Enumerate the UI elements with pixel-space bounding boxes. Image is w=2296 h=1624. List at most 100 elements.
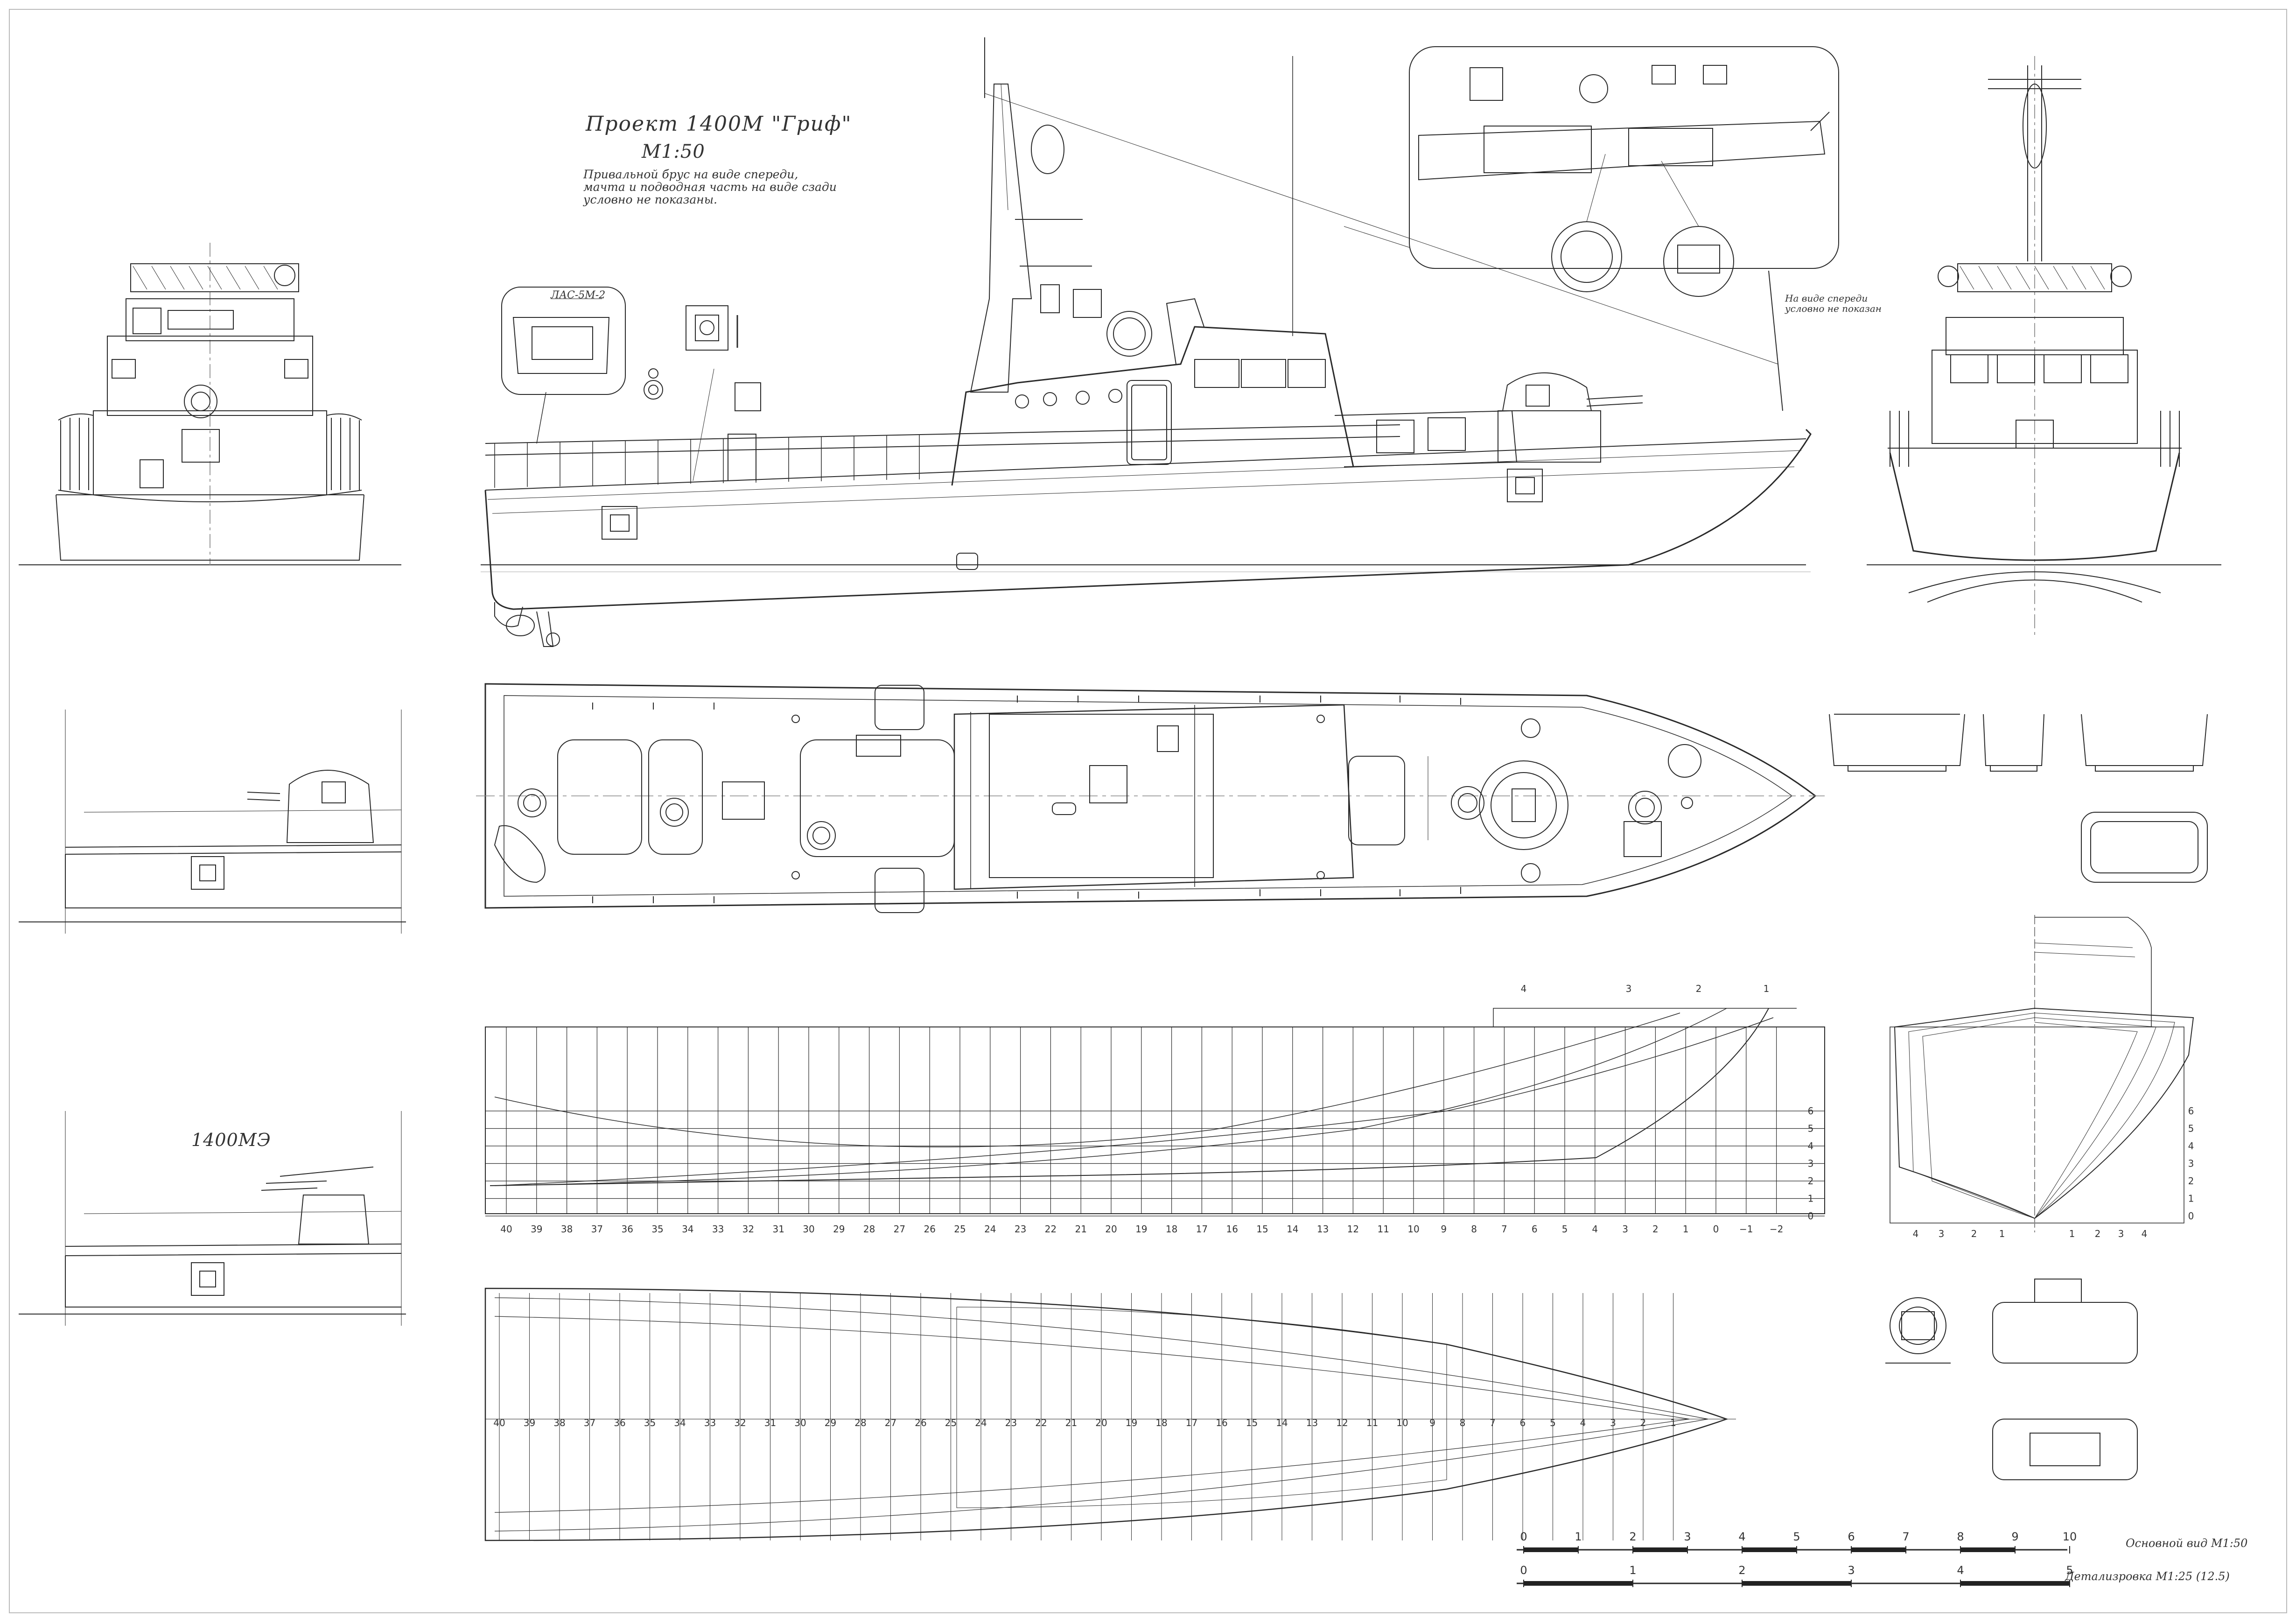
variant-label: 1400МЭ — [191, 1130, 271, 1150]
frame-label: 0 — [1713, 1223, 1719, 1235]
frame-label: 7 — [1501, 1223, 1507, 1235]
scalebar-label: 4 — [1738, 1530, 1745, 1543]
plan-frame-label: 4 — [1580, 1417, 1586, 1428]
las-label: ЛАС-5М-2 — [551, 289, 606, 301]
frame-label: 25 — [954, 1223, 966, 1235]
frame-label: −2 — [1770, 1223, 1783, 1235]
frame-label: 28 — [863, 1223, 875, 1235]
body-plan-buttock-label: 3 — [1939, 1228, 1945, 1239]
scalebar-segment — [1960, 1547, 2015, 1552]
plan-frame-label: 17 — [1186, 1417, 1197, 1428]
frame-label: 2 — [1652, 1223, 1659, 1235]
plan-frame-label: 23 — [1005, 1417, 1017, 1428]
profile-grid — [485, 1027, 1825, 1216]
frame-label: 6 — [1532, 1223, 1538, 1235]
frame-label: 20 — [1105, 1223, 1117, 1235]
plan-frame-label: 1 — [1670, 1417, 1676, 1428]
body-plan-buttock-label: 2 — [2095, 1228, 2101, 1239]
scalebar-label: 4 — [1957, 1564, 1964, 1577]
scalebar-label: 10 — [2063, 1530, 2077, 1543]
scalebar-segment — [1742, 1547, 1797, 1552]
radar-dish — [1031, 125, 1064, 174]
scalebar-label: 3 — [1684, 1530, 1691, 1543]
plan-frame-label: 3 — [1610, 1417, 1616, 1428]
plan-frame-label: 7 — [1490, 1417, 1496, 1428]
plan-frame-label: 33 — [704, 1417, 716, 1428]
plan-frame-label: 9 — [1429, 1417, 1435, 1428]
front-view — [19, 243, 401, 565]
plan-frame-label: 10 — [1396, 1417, 1408, 1428]
project-title: Проект 1400М "Гриф" — [586, 112, 852, 136]
frame-label: 9 — [1441, 1223, 1447, 1235]
frame-label: 38 — [561, 1223, 573, 1235]
scalebar-label: 6 — [1848, 1530, 1855, 1543]
waterline-label: 1 — [1808, 1193, 1814, 1204]
frame-label: 22 — [1045, 1223, 1057, 1235]
scalebar-label: 0 — [1520, 1564, 1527, 1577]
body-plan-buttock-label: 4 — [1913, 1228, 1919, 1239]
frame-label: 3 — [1622, 1223, 1628, 1235]
waterline-label: 0 — [1808, 1210, 1814, 1222]
plan-frame-label: 39 — [524, 1417, 535, 1428]
body-plan-waterline-label: 4 — [2188, 1140, 2194, 1152]
frame-label: 33 — [712, 1223, 724, 1235]
frame-label: 36 — [621, 1223, 633, 1235]
plan-frame-label: 30 — [794, 1417, 806, 1428]
scalebar-label: 1 — [1575, 1530, 1582, 1543]
plan-frame-label: 38 — [553, 1417, 565, 1428]
waterline-label: 6 — [1808, 1105, 1814, 1117]
plan-grid — [499, 1293, 1673, 1540]
plan-frame-label: 22 — [1035, 1417, 1047, 1428]
plan-frame-label: 12 — [1336, 1417, 1348, 1428]
sheet-border — [9, 9, 2287, 1613]
body-plan-waterline-label: 2 — [2188, 1175, 2194, 1187]
detail-side-view-1 — [19, 710, 406, 934]
frame-label: 17 — [1196, 1223, 1208, 1235]
waterline-label: 3 — [1808, 1158, 1814, 1169]
gun-turret — [1502, 372, 1592, 411]
main-scale-label: Основной вид М1:50 — [2126, 1537, 2248, 1550]
scalebar-label: 7 — [1902, 1530, 1909, 1543]
frame-label: 12 — [1347, 1223, 1359, 1235]
waterline-label: 5 — [1808, 1123, 1814, 1134]
body-plan-waterline-label: 1 — [2188, 1193, 2194, 1204]
buttock-label: 1 — [1764, 983, 1770, 994]
frame-label: −1 — [1739, 1223, 1753, 1235]
frame-label: 40 — [500, 1223, 512, 1235]
body-plan-waterline-label: 5 — [2188, 1123, 2194, 1134]
side-profile-view — [481, 37, 1812, 647]
plan-frame-label: 25 — [945, 1417, 957, 1428]
scalebar-label: 5 — [2066, 1564, 2073, 1577]
scalebar-label: 2 — [1738, 1564, 1745, 1577]
plan-frame-label: 8 — [1460, 1417, 1466, 1428]
plan-frame-label: 5 — [1550, 1417, 1556, 1428]
buttock-label: 3 — [1626, 983, 1632, 994]
equipment-details — [1885, 1279, 2138, 1480]
frame-label: 29 — [833, 1223, 845, 1235]
plan-frame-label: 2 — [1640, 1417, 1646, 1428]
body-plan-buttock-label: 4 — [2142, 1228, 2148, 1239]
plan-frame-label: 26 — [915, 1417, 926, 1428]
plan-frame-label: 29 — [825, 1417, 836, 1428]
door — [1127, 380, 1172, 465]
plan-frame-label: 15 — [1246, 1417, 1258, 1428]
plan-frame-label: 6 — [1520, 1417, 1526, 1428]
frame-label: 4 — [1592, 1223, 1598, 1235]
plan-frame-label: 40 — [493, 1417, 505, 1428]
plan-frame-label: 27 — [885, 1417, 896, 1428]
frame-label: 35 — [651, 1223, 663, 1235]
detail-scale-label: Детализровка М1:25 (12.5) — [2065, 1570, 2230, 1583]
frame-label: 23 — [1015, 1223, 1026, 1235]
las-callout — [501, 287, 626, 444]
scalebar-segment — [1960, 1581, 2070, 1586]
scalebar-label: 0 — [1520, 1530, 1527, 1543]
plan-frame-label: 32 — [734, 1417, 746, 1428]
